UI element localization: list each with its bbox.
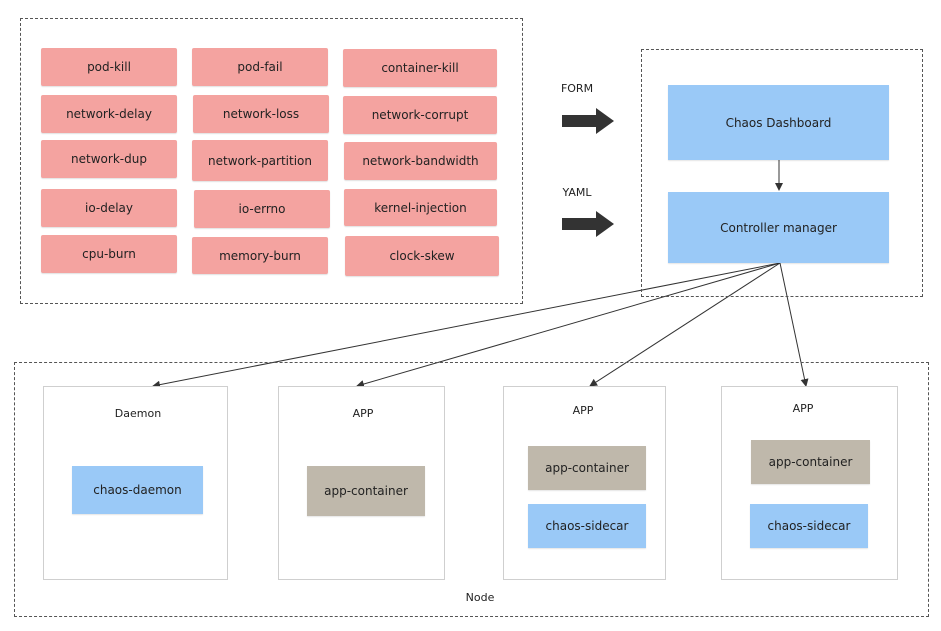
chaos-chip-io-errno[interactable]: io-errno: [194, 190, 330, 228]
chaos-types-panel: [20, 18, 523, 304]
chaos-chip-io-delay[interactable]: io-delay: [41, 189, 177, 227]
chaos-chip-cpu-burn[interactable]: cpu-burn: [41, 235, 177, 273]
controller-to-app2-arrow: [589, 262, 781, 387]
node-label: Node: [465, 591, 495, 604]
daemon-pod-title: Daemon: [114, 407, 162, 420]
controller-to-daemon-arrow: [152, 262, 781, 389]
chaos-chip-network-delay[interactable]: network-delay: [41, 95, 177, 133]
control-plane-panel: [641, 49, 923, 297]
chaos-chip-network-dup[interactable]: network-dup: [41, 140, 177, 178]
app-pod-3-title: APP: [792, 402, 814, 415]
app-pod-1-title: APP: [352, 407, 374, 420]
yaml-arrow: [562, 211, 614, 237]
form-label: FORM: [560, 82, 594, 95]
chaos-chip-clock-skew[interactable]: clock-skew: [345, 236, 499, 276]
controller-manager-box[interactable]: Controller manager: [668, 192, 889, 263]
yaml-label: YAML: [562, 186, 592, 199]
app-pod-2-title: APP: [572, 404, 594, 417]
app-pod-3-sidecar[interactable]: chaos-sidecar: [750, 504, 868, 548]
form-arrow: [562, 108, 614, 134]
chaos-chip-network-partition[interactable]: network-partition: [192, 140, 328, 181]
controller-to-app1-arrow: [356, 262, 781, 388]
app-pod-2-container[interactable]: app-container: [528, 446, 646, 490]
chaos-chip-pod-fail[interactable]: pod-fail: [192, 48, 328, 86]
node-panel: [14, 362, 929, 617]
app-pod-3-container[interactable]: app-container: [751, 440, 870, 484]
chaos-chip-pod-kill[interactable]: pod-kill: [41, 48, 177, 86]
chaos-chip-memory-burn[interactable]: memory-burn: [192, 237, 328, 274]
chaos-daemon-box[interactable]: chaos-daemon: [72, 466, 203, 514]
chaos-chip-container-kill[interactable]: container-kill: [343, 49, 497, 87]
chaos-chip-network-corrupt[interactable]: network-corrupt: [343, 96, 497, 134]
chaos-chip-network-loss[interactable]: network-loss: [193, 95, 329, 133]
chaos-chip-kernel-injection[interactable]: kernel-injection: [344, 189, 497, 226]
controller-to-app3-arrow: [779, 262, 809, 387]
chaos-dashboard-box[interactable]: Chaos Dashboard: [668, 85, 889, 160]
app-pod-2-sidecar[interactable]: chaos-sidecar: [528, 504, 646, 548]
app-pod-1-container[interactable]: app-container: [307, 466, 425, 516]
chaos-chip-network-bandwidth[interactable]: network-bandwidth: [344, 142, 497, 180]
